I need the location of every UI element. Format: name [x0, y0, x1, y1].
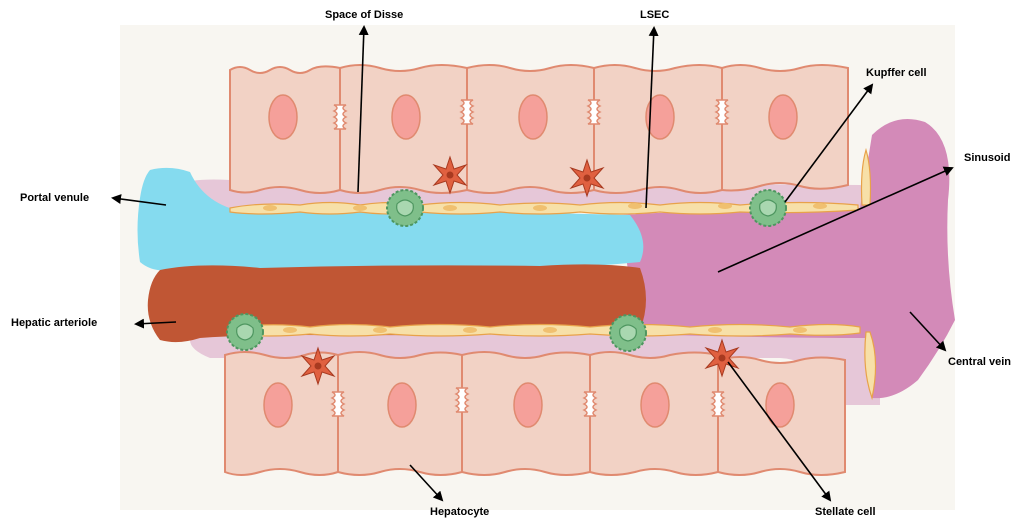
label-stellate-cell: Stellate cell: [815, 506, 876, 519]
label-central-vein: Central vein: [948, 356, 1023, 369]
label-space-of-disse: Space of Disse: [325, 9, 403, 22]
label-hepatic-arteriole: Hepatic arteriole: [11, 317, 97, 330]
label-lsec: LSEC: [640, 9, 669, 22]
label-portal-venule: Portal venule: [20, 192, 89, 205]
label-kupffer-cell: Kupffer cell: [866, 67, 927, 80]
label-sinusoid: Sinusoid: [964, 152, 1010, 165]
label-hepatocyte: Hepatocyte: [430, 506, 489, 519]
